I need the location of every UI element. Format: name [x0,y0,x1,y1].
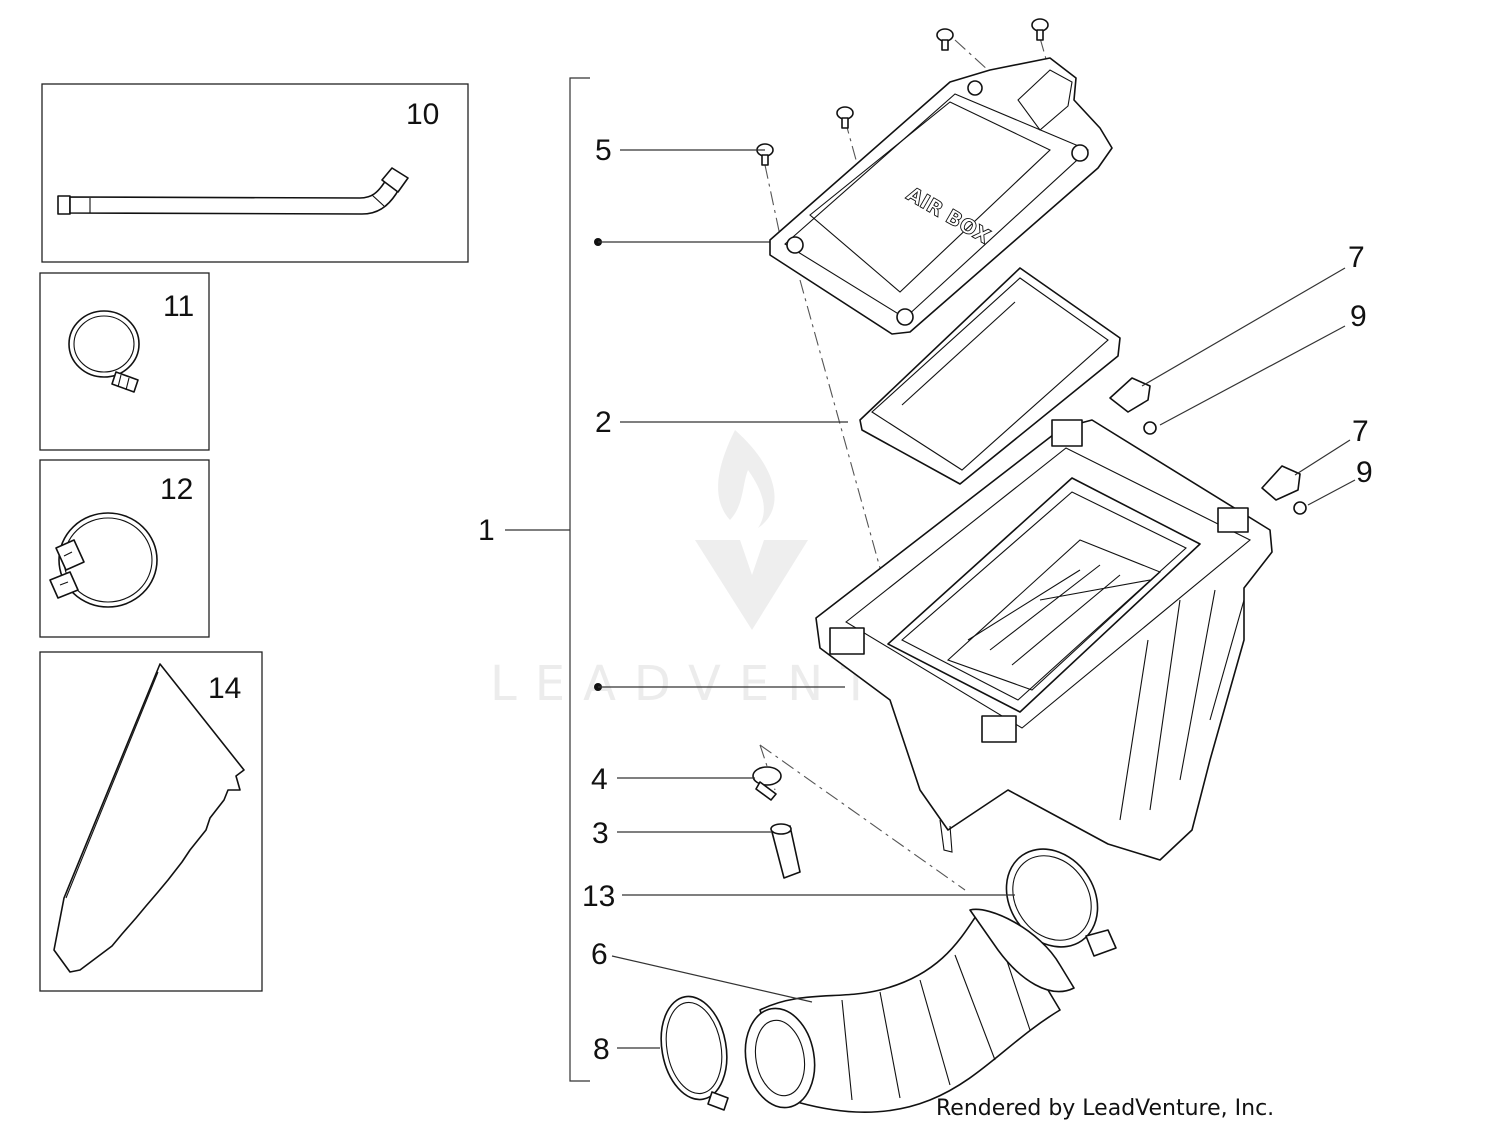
align-line-5 [799,279,901,641]
band-clamp-part [49,512,158,608]
watermark-v-icon [695,540,808,630]
callout-12: 12 [160,473,193,506]
inset-box-12 [39,459,210,638]
watermark-flame-icon [718,430,775,528]
assembly-bracket [569,77,590,1082]
callout-2: 2 [595,406,612,439]
callout-4: 4 [591,763,608,796]
callout-3: 3 [592,817,609,850]
callout-14: 14 [208,672,241,705]
intake-band-clamp-part [1005,848,1117,957]
leader-9b [1307,479,1356,506]
clip-nut-parts [1109,377,1301,501]
foam-sheet-part [53,663,245,973]
callout-9-lower: 9 [1356,456,1373,489]
inset-box-11 [39,272,210,451]
hose-clamp-part [68,310,140,393]
callout-8: 8 [593,1033,610,1066]
air-filter-part [859,267,1121,485]
callout-13: 13 [582,880,615,913]
leader-7b [1294,439,1351,476]
callout-1: 1 [478,514,495,547]
breather-hose-part [57,167,409,215]
large-hose-clamp-part [660,995,729,1111]
leader-6 [611,955,813,1003]
airbox-base-part [815,419,1273,861]
callout-10: 10 [406,98,439,131]
leader-9a [1159,325,1346,426]
align-line-6 [759,744,966,891]
intake-duct-part [744,908,1075,1113]
airbox-cover-part: AIR BOX [769,57,1113,335]
leader-7a [1141,267,1346,387]
callout-7-upper: 7 [1348,241,1365,274]
bolt-parts [1143,421,1307,515]
align-line-4 [764,164,783,246]
render-credit: Rendered by LeadVenture, Inc. [936,1096,1274,1121]
callout-11: 11 [163,290,194,323]
callout-9-upper: 9 [1350,300,1367,333]
small-clamp-part [752,766,782,801]
callout-6: 6 [591,938,608,971]
inset-box-10 [41,83,469,263]
inset-box-14 [39,651,263,992]
callout-5: 5 [595,134,612,167]
callout-7-lower: 7 [1352,415,1369,448]
drain-valve-part [770,823,801,879]
